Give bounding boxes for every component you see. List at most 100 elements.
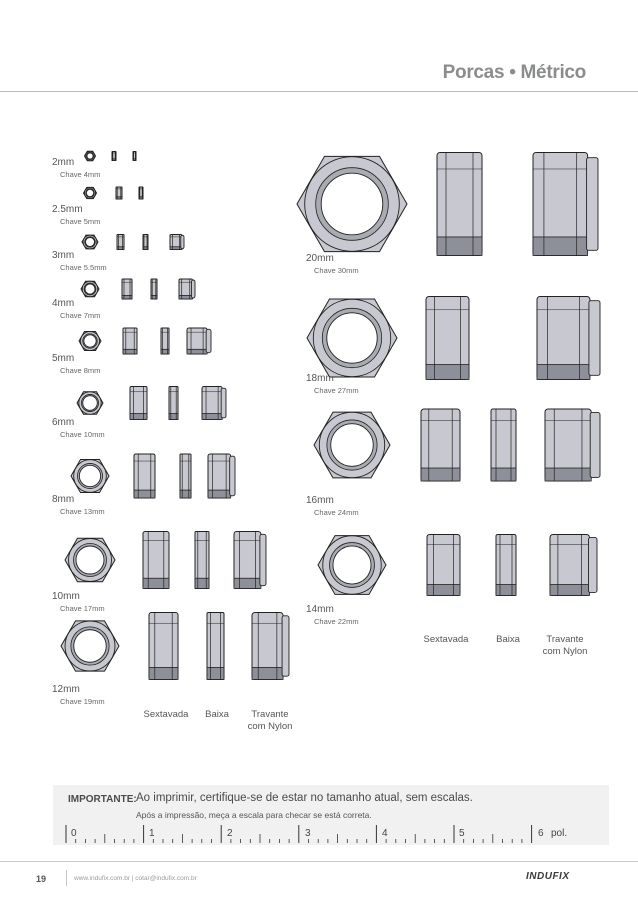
nylon-nut-side-view [544,408,601,482]
size-label: 2.5mm [52,204,83,215]
nylon-nut-side-view [233,531,267,589]
size-label: 3mm [52,250,75,261]
nut-bottom-face [129,413,148,420]
inch-ruler [65,825,533,843]
nut-bottom-face [142,577,170,589]
nut-side-view [194,531,210,589]
nylon-nut-side-view [536,296,601,380]
caption-thin: Baixa [496,634,520,645]
nut-bottom-face [111,158,117,161]
nylon-nut-side-view [169,234,185,250]
size-label: 2mm [52,157,75,168]
size-label: 18mm [306,373,334,384]
nylon-insert-cap [588,300,601,376]
key-label: Chave 5mm [60,217,101,226]
size-label: 14mm [306,604,334,615]
nut-side-view [116,234,125,250]
nut-hole [78,464,102,488]
ruler-tick-label: 2 [227,828,233,839]
nut-top-view [80,280,100,298]
nut-side-view [436,152,483,256]
size-label: 5mm [52,353,75,364]
nylon-nut-side-view [201,386,227,420]
footer-divider [0,861,638,862]
nut-top-view [60,620,120,672]
nut-bottom-face [495,584,517,596]
nut-side-view [121,278,133,300]
nut-bottom-face [206,667,225,680]
caption-nylon: Travante com Nylon [238,709,302,733]
nut-bottom-face [142,246,149,250]
nut-bottom-face [148,667,179,680]
nut-bottom-face [426,584,461,596]
nut-hole [85,237,95,247]
key-label: Chave 27mm [314,386,359,395]
nylon-insert-cap [205,328,212,354]
caption-hex: Sextavada [143,709,189,720]
nut-top-view [306,298,398,378]
caption-nylon-line1: Travante [251,709,289,720]
key-label: Chave 7mm [60,311,101,320]
key-label: Chave 24mm [314,508,359,517]
nut-top-view [76,391,104,415]
nut-side-view [179,453,192,499]
nut-side-view [206,612,225,680]
footer-separator [66,870,67,886]
nylon-insert-cap [229,455,236,497]
notice-panel [53,785,609,845]
nut-top-view [78,331,102,351]
size-label: 4mm [52,298,75,309]
nut-side-view [425,296,470,380]
nut-side-view [150,278,158,300]
key-label: Chave 8mm [60,366,101,375]
nylon-insert-cap [180,234,185,250]
nut-hole [326,312,378,364]
footer-url[interactable]: www.indufix.com.br | cotar@indufix.com.b… [74,875,197,882]
caption-hex: Sextavada [423,634,469,645]
nut-bottom-face [194,577,210,589]
nut-top-view [296,155,408,253]
nut-bottom-face [132,158,137,161]
brand-logo: INDUFIX [526,871,570,882]
ruler-tick-label: 1 [149,828,155,839]
nut-bottom-face [116,246,125,250]
notice-subtext: Após a impressão, meça a escala para che… [136,810,372,820]
nylon-nut-side-view [251,612,290,680]
size-label: 20mm [306,253,334,264]
nylon-insert-cap [586,157,599,251]
key-label: Chave 13mm [60,507,105,516]
title-divider [0,91,638,92]
ruler-tick-label: 5 [459,828,465,839]
nut-side-view [133,453,156,499]
caption-nylon: Travante com Nylon [533,634,597,658]
nylon-insert-cap [220,387,227,419]
nut-top-view [64,537,116,583]
key-label: Chave 30mm [314,266,359,275]
nut-bottom-face [168,413,179,420]
nut-side-view [168,386,179,420]
nut-side-view [138,186,144,200]
nut-side-view [148,612,179,680]
nut-bottom-face [121,294,133,300]
nut-top-view [317,535,387,595]
nut-side-view [490,408,517,482]
size-label: 6mm [52,417,75,428]
nut-hole [330,423,374,467]
key-label: Chave 19mm [60,697,105,706]
key-label: Chave 4mm [60,170,101,179]
caption-nylon-line2: com Nylon [542,646,588,657]
caption-nylon-line1: Travante [546,634,584,645]
nut-side-view [115,186,123,200]
nut-side-view [129,386,148,420]
nut-bottom-face [160,348,170,355]
nut-top-view [83,150,97,162]
nut-side-view [495,534,517,596]
nut-bottom-face [490,467,517,482]
nut-bottom-face [420,467,461,482]
nylon-nut-side-view [549,534,598,596]
nut-bottom-face [115,196,123,200]
size-label: 10mm [52,591,80,602]
key-label: Chave 22mm [314,617,359,626]
nut-hole [332,545,372,585]
